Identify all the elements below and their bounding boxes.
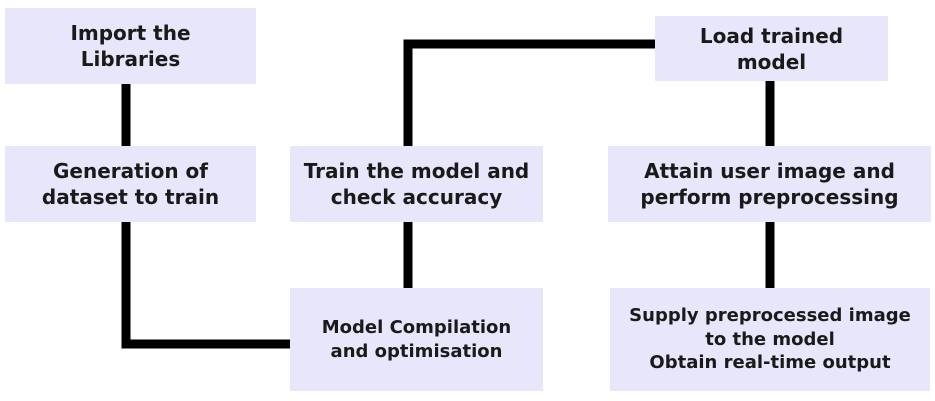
node-label: Supply preprocessed image to the model O… [629, 305, 911, 374]
node-supply-image: Supply preprocessed image to the model O… [610, 288, 930, 391]
node-label: Train the model and check accuracy [303, 159, 530, 209]
node-label: Import the Libraries [70, 21, 191, 71]
connector-train-load [403, 39, 655, 146]
node-train-model: Train the model and check accuracy [290, 146, 543, 222]
node-label: Attain user image and perform preprocess… [640, 159, 899, 209]
node-import-libraries: Import the Libraries [5, 8, 256, 84]
node-load-model: Load trained model [655, 16, 888, 81]
connector-generate-compile [121, 222, 290, 349]
node-generate-dataset: Generation of dataset to train [5, 146, 256, 222]
node-label: Model Compilation and optimisation [321, 317, 512, 362]
node-attain-image: Attain user image and perform preprocess… [608, 146, 931, 222]
node-model-compilation: Model Compilation and optimisation [290, 288, 543, 391]
node-label: Load trained model [699, 23, 844, 74]
node-label: Generation of dataset to train [41, 159, 220, 209]
